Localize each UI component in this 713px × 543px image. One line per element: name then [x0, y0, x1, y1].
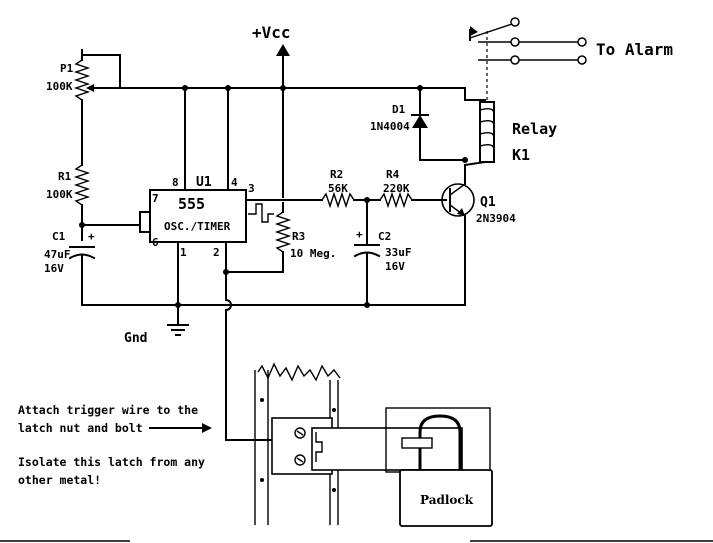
r4-name: R4: [386, 168, 400, 181]
square-wave-icon: [248, 203, 274, 223]
arrow-right-icon: [202, 423, 212, 433]
d1-value: 1N4004: [370, 120, 410, 133]
vcc-arrow-icon: [276, 44, 290, 56]
to-alarm-label: To Alarm: [596, 40, 673, 59]
q1-name: Q1: [480, 195, 496, 210]
diode-d1: D1 1N4004: [370, 85, 466, 161]
potentiometer-p1: P1 100K: [46, 49, 121, 166]
r1-value: 100K: [46, 188, 73, 201]
d1-name: D1: [392, 103, 406, 116]
relay-label: Relay: [512, 120, 557, 138]
r3-value: 10 Meg.: [290, 247, 336, 260]
capacitor-c2: + C2 33uF 16V: [353, 199, 412, 306]
r3-name: R3: [292, 230, 305, 243]
r4-value: 220K: [383, 182, 410, 195]
vcc-supply: +Vcc: [252, 23, 291, 89]
p1-name: P1: [60, 62, 74, 75]
r1-name: R1: [58, 170, 72, 183]
resistor-r4: R4 220K: [379, 168, 447, 209]
pin6-label: 6: [152, 236, 159, 249]
p1-value: 100K: [46, 80, 73, 93]
r2-name: R2: [330, 168, 343, 181]
c1-value: 47uF: [44, 248, 71, 261]
ground-icon: [167, 304, 189, 336]
transistor-q1: Q1 2N3904: [441, 164, 516, 306]
pin3-label: 3: [248, 182, 255, 195]
resistor-r2: R2 56K: [321, 168, 381, 209]
pin4-label: 4: [231, 176, 238, 189]
capacitor-c1: + C1 47uF 16V: [44, 230, 96, 306]
ic-ref: U1: [196, 175, 212, 190]
note-line1: Attach trigger wire to the: [18, 403, 198, 417]
note-line4: other metal!: [18, 473, 101, 487]
c1-plus: +: [88, 230, 95, 243]
pin7-label: 7: [152, 192, 159, 205]
padlock-label: Padlock: [420, 493, 474, 507]
relay-ref: K1: [512, 146, 530, 164]
note-line3: Isolate this latch from any: [18, 455, 205, 469]
resistor-r3: R3 10 Meg.: [274, 202, 336, 273]
pin1-label: 1: [180, 246, 187, 259]
c2-name: C2: [378, 230, 391, 243]
q1-value: 2N3904: [476, 212, 516, 225]
ic-desc: OSC./TIMER: [164, 220, 231, 233]
ic-part: 555: [178, 195, 205, 213]
c1-name: C1: [52, 230, 66, 243]
c1-voltage: 16V: [44, 262, 64, 275]
gnd-label: Gnd: [124, 331, 147, 346]
pin2-label: 2: [213, 246, 220, 259]
wiper-arrow-icon: [86, 84, 94, 92]
pin8-label: 8: [172, 176, 179, 189]
c2-voltage: 16V: [385, 260, 405, 273]
resistor-r1: R1 100K: [46, 164, 91, 241]
note-line2: latch nut and bolt: [18, 421, 143, 435]
latch-assembly: Padlock: [254, 362, 493, 527]
r2-value: 56K: [328, 182, 348, 195]
c2-plus: +: [356, 228, 363, 241]
ic-555-timer: U1 555 OSC./TIMER 8 4 7 6 3 1 2: [149, 85, 286, 306]
vcc-label: +Vcc: [252, 23, 291, 42]
relay-k1: Relay K1: [462, 17, 587, 167]
c2-value: 33uF: [385, 246, 412, 259]
